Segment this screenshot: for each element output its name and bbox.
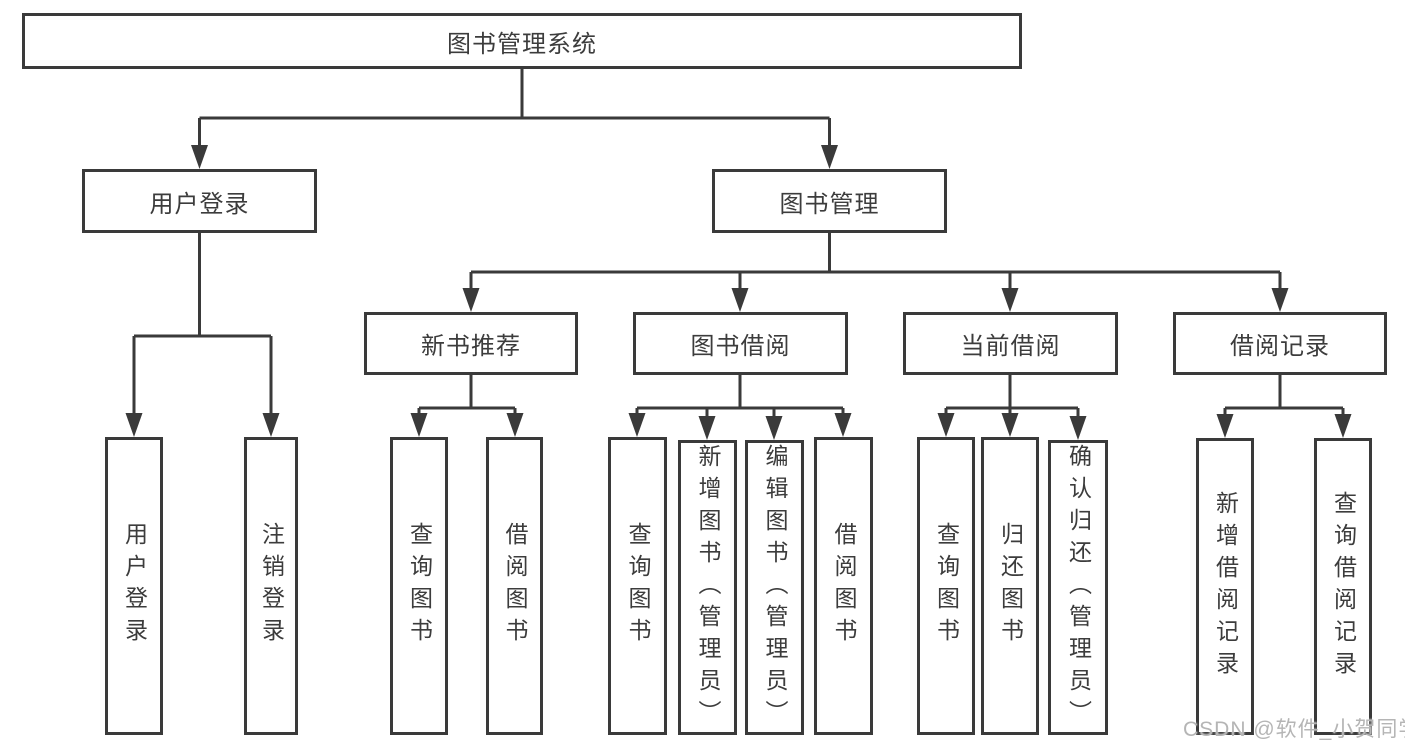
- node-system-root: 图书管理系统: [22, 13, 1022, 69]
- leaf-query-books-recommend: 查询图书: [390, 437, 448, 735]
- node-system-root-label: 图书管理系统: [447, 30, 597, 58]
- node-new-book-recommend: 新书推荐: [364, 312, 578, 375]
- leaf-return-books-label: 归还图书: [997, 522, 1024, 650]
- node-current-borrowing: 当前借阅: [903, 312, 1118, 375]
- leaf-add-book-admin: 新增图书（管理员）: [678, 440, 737, 735]
- leaf-return-books: 归还图书: [981, 437, 1039, 735]
- node-book-management: 图书管理: [712, 169, 947, 233]
- edge-group2-to-leaves: [635, 375, 845, 418]
- leaf-borrow-books: 借阅图书: [814, 437, 873, 735]
- node-borrow-records: 借阅记录: [1173, 312, 1387, 375]
- node-book-borrowing: 图书借阅: [633, 312, 848, 375]
- node-new-book-recommend-label: 新书推荐: [421, 333, 521, 360]
- edge-group1-to-leaves: [417, 375, 517, 416]
- edge-group3-to-leaves: [944, 375, 1080, 418]
- edge-login-to-leaves: [132, 233, 273, 415]
- leaf-add-borrow-record-label: 新增借阅记录: [1212, 490, 1239, 683]
- leaf-query-borrow-record-label: 查询借阅记录: [1330, 490, 1357, 683]
- leaf-query-borrow-record: 查询借阅记录: [1314, 438, 1372, 735]
- leaf-add-book-admin-label: 新增图书（管理员）: [695, 443, 721, 732]
- leaf-add-borrow-record: 新增借阅记录: [1196, 438, 1254, 735]
- leaf-logout-label: 注销登录: [258, 522, 285, 650]
- leaf-confirm-return-admin: 确认归还（管理员）: [1048, 440, 1108, 735]
- leaf-edit-book-admin: 编辑图书（管理员）: [745, 440, 804, 735]
- node-user-login: 用户登录: [82, 169, 317, 233]
- leaf-query-books-recommend-label: 查询图书: [406, 522, 433, 650]
- arrowhead-icons: [125, 145, 1352, 440]
- leaf-user-login-label: 用户登录: [121, 522, 148, 650]
- edge-group4-to-leaves: [1223, 375, 1345, 417]
- node-user-login-label: 用户登录: [149, 190, 250, 218]
- leaf-query-books-borrowing-label: 查询图书: [625, 522, 651, 650]
- leaf-confirm-return-admin-label: 确认归还（管理员）: [1065, 443, 1092, 732]
- leaf-user-login: 用户登录: [105, 437, 163, 735]
- leaf-borrow-books-recommend-label: 借阅图书: [502, 522, 528, 650]
- node-current-borrowing-label: 当前借阅: [960, 333, 1061, 360]
- leaf-borrow-books-label: 借阅图书: [831, 522, 857, 650]
- node-book-borrowing-label: 图书借阅: [690, 333, 791, 360]
- leaf-borrow-books-recommend: 借阅图书: [486, 437, 543, 735]
- leaf-query-books-current: 查询图书: [917, 437, 975, 735]
- edge-management-to-groups: [469, 233, 1282, 290]
- edge-root-to-level2: [198, 69, 831, 147]
- leaf-query-books-current-label: 查询图书: [933, 522, 960, 650]
- node-book-management-label: 图书管理: [779, 190, 880, 218]
- leaf-edit-book-admin-label: 编辑图书（管理员）: [762, 443, 788, 732]
- node-borrow-records-label: 借阅记录: [1230, 333, 1330, 360]
- csdn-watermark: CSDN @软件_小贺同学: [1183, 718, 1405, 741]
- leaf-query-books-borrowing: 查询图书: [608, 437, 667, 735]
- leaf-logout: 注销登录: [244, 437, 298, 735]
